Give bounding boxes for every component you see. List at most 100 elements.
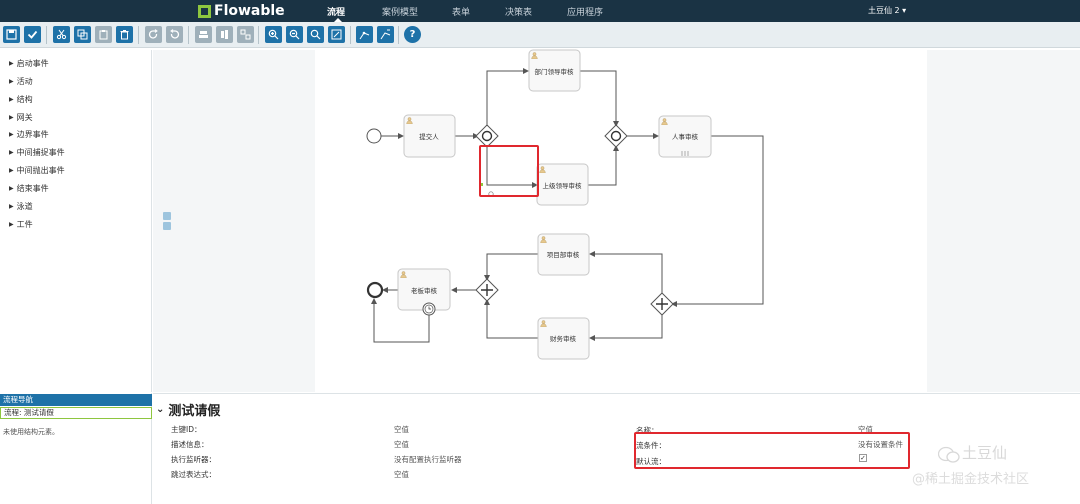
prop-condition-label: 流条件： xyxy=(636,441,666,450)
check-icon[interactable] xyxy=(24,26,41,43)
zoom-actual-icon[interactable] xyxy=(307,26,324,43)
nav-tab-decision-tables[interactable]: 决策表 xyxy=(505,8,533,18)
prop-name-value[interactable]: 空值 xyxy=(858,425,873,434)
prop-id-label: 主键ID： xyxy=(171,425,202,434)
task-label: 人事审核 xyxy=(672,132,699,141)
palette-group-artifacts[interactable]: ▶工件 xyxy=(9,219,33,230)
default-flow-checkbox[interactable]: ✓ xyxy=(859,454,867,462)
chevron-right-icon: ▶ xyxy=(9,78,14,85)
flow-dept-leader-to-join xyxy=(580,70,619,127)
palette-group-boundary-events[interactable]: ▶边界事件 xyxy=(9,129,49,140)
parallel-gateway-merge xyxy=(475,278,499,302)
collapse-icon[interactable] xyxy=(163,222,171,230)
chevron-right-icon: ▶ xyxy=(9,131,14,138)
prop-condition-value[interactable]: 没有设置条件 xyxy=(858,440,903,449)
toolbar-separator xyxy=(398,26,399,44)
palette-group-gateways[interactable]: ▶网关 xyxy=(9,112,33,123)
toolbar-separator xyxy=(258,26,259,44)
navigator-selected-process[interactable]: 流程: 测试请假 xyxy=(0,407,152,419)
flow-gateway-to-superior xyxy=(486,145,538,188)
undo-icon[interactable] xyxy=(166,26,183,43)
process-navigator: 流程导航 流程: 测试请假 未使用结构元素。 xyxy=(0,393,152,504)
editor-toolbar: ? xyxy=(0,22,1080,48)
palette-group-swimlanes[interactable]: ▶泳道 xyxy=(9,201,33,212)
zoom-fit-icon[interactable] xyxy=(328,26,345,43)
prop-listeners-value[interactable]: 没有配置执行监听器 xyxy=(394,455,462,464)
user-menu[interactable]: 土豆仙 2 ▾ xyxy=(868,6,907,15)
cut-icon[interactable] xyxy=(53,26,70,43)
palette-group-label: 工件 xyxy=(16,220,33,229)
palette-group-intermediate-throw[interactable]: ▶中间抛出事件 xyxy=(9,165,65,176)
prop-description-value[interactable]: 空值 xyxy=(394,440,409,449)
chevron-right-icon: ▶ xyxy=(9,185,14,192)
palette-group-label: 启动事件 xyxy=(16,59,49,68)
active-tab-caret xyxy=(334,18,342,22)
flow-finance-to-merge xyxy=(484,299,538,339)
paste-icon[interactable] xyxy=(95,26,112,43)
prop-description-label: 描述信息： xyxy=(171,440,209,449)
palette-group-start-events[interactable]: ▶启动事件 xyxy=(9,58,49,69)
task-label: 项目部审核 xyxy=(547,250,580,259)
palette-group-label: 边界事件 xyxy=(16,130,49,139)
highlight-box-selected-flow xyxy=(479,145,539,197)
prop-id-value[interactable]: 空值 xyxy=(394,425,409,434)
flow-gateway-to-dept-leader xyxy=(486,68,529,127)
highlight-box-flow-properties xyxy=(634,432,910,469)
redo-icon[interactable] xyxy=(145,26,162,43)
flowable-logo-icon xyxy=(198,4,211,18)
prop-name-label: 名称： xyxy=(636,426,659,435)
save-icon[interactable] xyxy=(3,26,20,43)
toolbar-separator xyxy=(188,26,189,44)
nav-tab-process[interactable]: 流程 xyxy=(327,8,346,18)
watermark: 土豆仙 @稀土掘金技术社区 xyxy=(910,440,1078,500)
palette-group-label: 网关 xyxy=(16,113,33,122)
parallel-gateway-fork xyxy=(650,292,674,316)
palette-toggle[interactable] xyxy=(163,212,172,232)
task-label: 老板审核 xyxy=(411,286,438,295)
properties-header[interactable]: ⌄测试请假 xyxy=(156,400,220,419)
prop-skip-expression-value[interactable]: 空值 xyxy=(394,470,409,479)
palette-group-end-events[interactable]: ▶结束事件 xyxy=(9,183,49,194)
palette-group-label: 中间捕捉事件 xyxy=(16,148,65,157)
task-label: 提交人 xyxy=(419,132,439,141)
palette-group-label: 中间抛出事件 xyxy=(16,166,65,175)
palette-group-label: 结构 xyxy=(16,95,33,104)
align-vertical-icon[interactable] xyxy=(216,26,233,43)
palette-group-label: 泳道 xyxy=(16,202,33,211)
same-size-icon[interactable] xyxy=(237,26,254,43)
task-label: 上级领导审核 xyxy=(543,181,583,190)
chevron-right-icon: ▶ xyxy=(9,114,14,121)
palette-group-intermediate-catch[interactable]: ▶中间捕捉事件 xyxy=(9,147,65,158)
help-icon[interactable]: ? xyxy=(404,26,421,43)
chevron-down-icon: ⌄ xyxy=(156,404,165,415)
delete-icon[interactable] xyxy=(116,26,133,43)
palette-group-activities[interactable]: ▶活动 xyxy=(9,76,33,87)
nav-tab-case-model[interactable]: 案例模型 xyxy=(382,8,419,18)
zoom-out-icon[interactable] xyxy=(286,26,303,43)
diagram-paper[interactable] xyxy=(315,50,927,392)
palette-group-label: 结束事件 xyxy=(16,184,49,193)
align-horizontal-icon[interactable] xyxy=(195,26,212,43)
nav-tab-forms[interactable]: 表单 xyxy=(452,8,471,18)
nav-tab-apps[interactable]: 应用程序 xyxy=(567,8,604,18)
chevron-right-icon: ▶ xyxy=(9,203,14,210)
bend-point-remove-icon[interactable] xyxy=(377,26,394,43)
properties-title: 测试请假 xyxy=(168,404,221,419)
flow-fork-to-finance xyxy=(589,314,663,341)
palette-group-label: 活动 xyxy=(16,77,33,86)
prop-listeners-label: 执行监听器： xyxy=(171,455,216,464)
palette-group-structural[interactable]: ▶结构 xyxy=(9,94,33,105)
zoom-in-icon[interactable] xyxy=(265,26,282,43)
flowable-logo[interactable]: Flowable xyxy=(198,3,285,19)
bend-point-add-icon[interactable] xyxy=(356,26,373,43)
watermark-site: @稀土掘金技术社区 xyxy=(912,472,1030,487)
expand-icon[interactable] xyxy=(163,212,171,220)
user-task-submitter: 提交人 xyxy=(403,114,456,158)
copy-icon[interactable] xyxy=(74,26,91,43)
boundary-timer-event xyxy=(422,302,436,316)
chevron-right-icon: ▶ xyxy=(9,60,14,67)
end-event xyxy=(366,281,384,299)
user-task-project-dept: 项目部审核 xyxy=(537,233,590,276)
toolbar-separator xyxy=(138,26,139,44)
